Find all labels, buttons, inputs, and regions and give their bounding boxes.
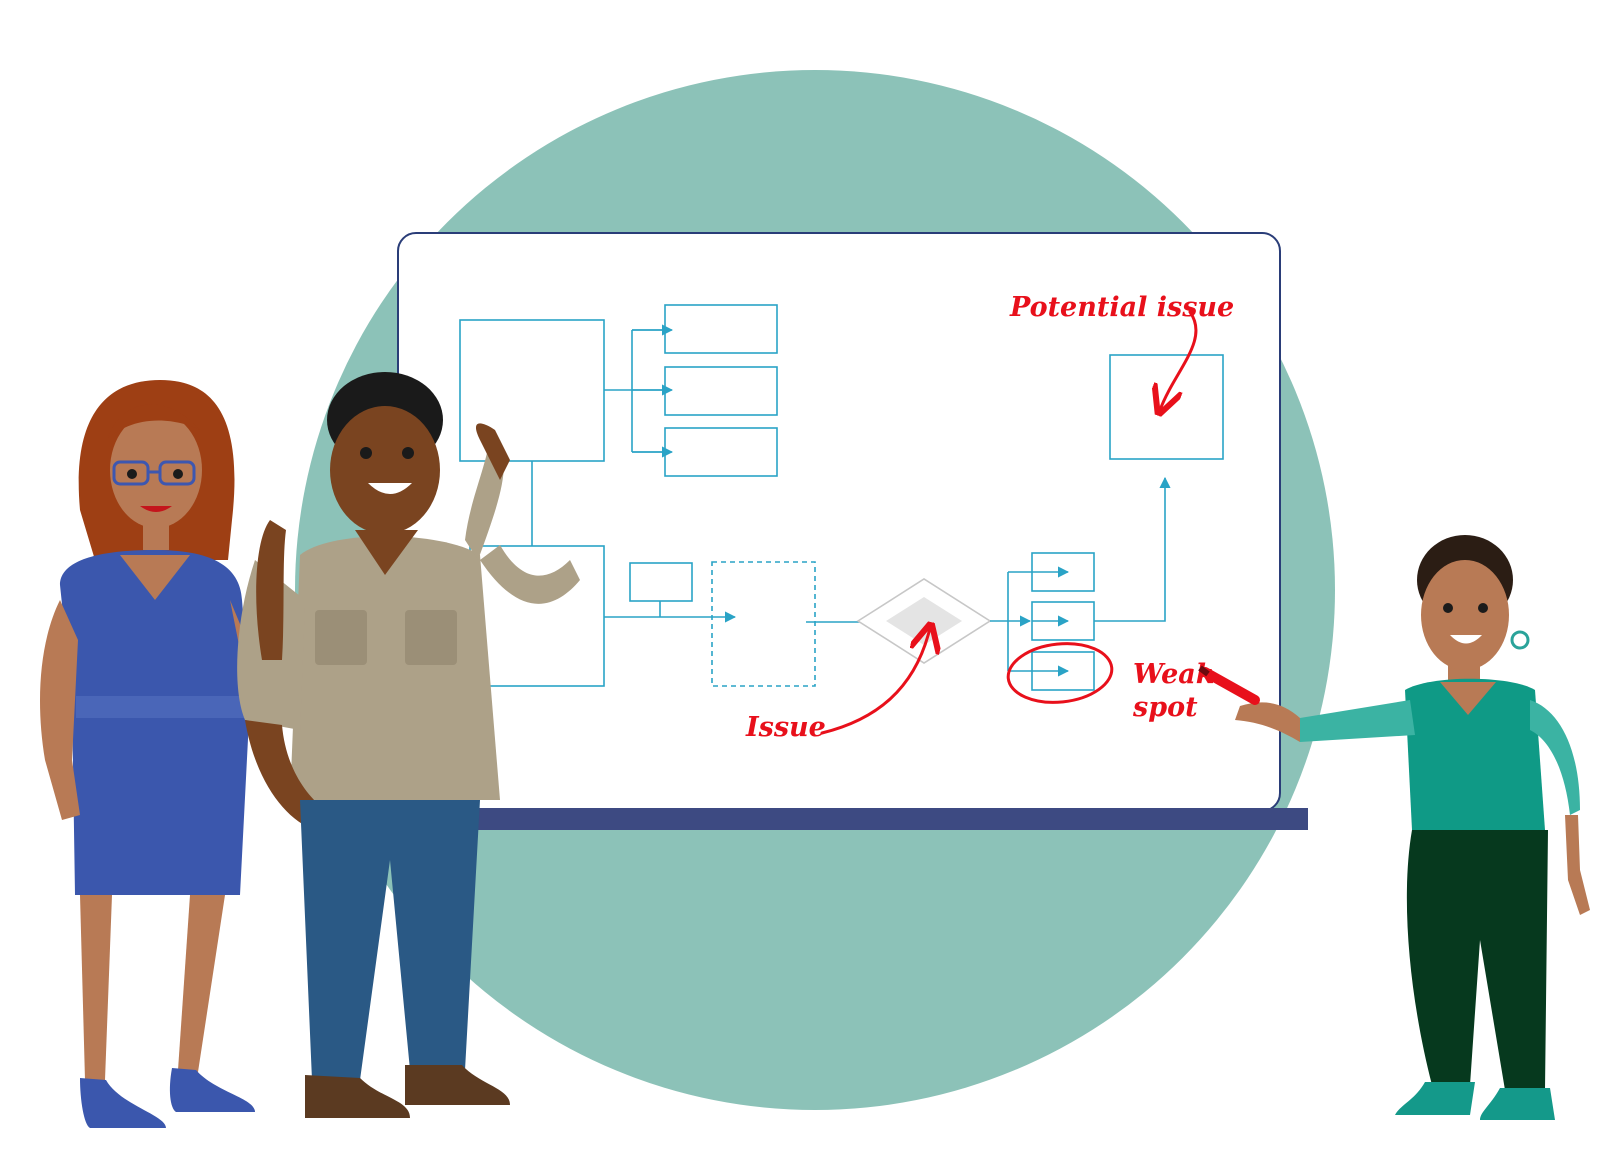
issue-arrow <box>820 628 930 735</box>
weak-spot-label-line2: spot <box>1132 692 1198 723</box>
person-woman-glasses <box>40 380 272 1128</box>
flow-box-dashed <box>711 561 816 687</box>
potential-issue-label: Potential issue <box>1009 292 1234 323</box>
person-woman-presenting <box>1198 535 1590 1120</box>
red-annotations <box>820 310 1198 735</box>
marker-pen-icon <box>1198 665 1260 705</box>
weak-spot-circle <box>1006 642 1114 704</box>
glasses-icon <box>112 460 196 486</box>
issue-label: Issue <box>745 712 826 743</box>
flow-box-small <box>629 562 693 602</box>
person-man-waving <box>237 372 580 1118</box>
flow-arrow-up <box>1094 476 1171 622</box>
flow-box-target <box>1109 354 1224 460</box>
potential-issue-arrow <box>1160 310 1198 410</box>
whiteboard-ledge <box>470 808 1308 830</box>
